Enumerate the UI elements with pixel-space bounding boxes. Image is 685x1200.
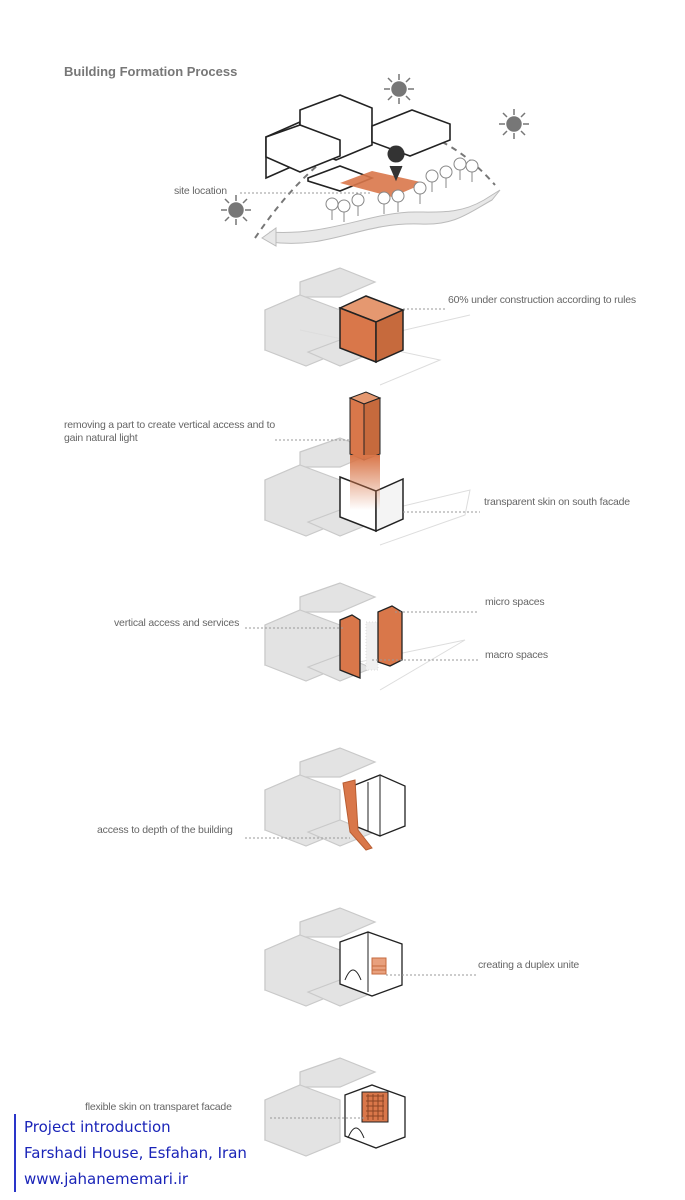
caption-line-title: Project introduction [24,1118,171,1136]
caption-line-website: www.jahanememari.ir [24,1170,189,1188]
wind-arrow [269,189,501,244]
label-access-depth: access to depth of the building [97,824,233,836]
wind-arrow-head [261,227,277,247]
neighbor-blocks [265,94,451,192]
site-plot [340,171,425,197]
label-macro-spaces: macro spaces [485,649,548,661]
step-massing [264,267,471,386]
site-diagram [221,74,529,247]
step-flexible-skin [264,1057,406,1157]
flexible-skin-panel [361,1091,389,1123]
trees-icon [325,157,479,222]
label-flexible-skin: flexible skin on transparet facade [85,1101,232,1113]
label-vertical-access: vertical access and services [114,617,240,629]
step-remove [264,391,480,546]
label-removing-part: removing a part to create vertical acces… [64,419,276,444]
mass-side [375,308,404,364]
void [365,621,379,671]
sun-icon [499,109,529,139]
caption-line-location: Farshadi House, Esfahan, Iran [24,1144,247,1162]
label-duplex: creating a duplex unite [478,959,580,971]
light-shaft [350,455,380,510]
sun-path-arc [254,130,496,239]
sun-icon [221,195,251,225]
micro-core [377,605,403,667]
label-micro-spaces: micro spaces [485,596,545,608]
label-under-construction: 60% under construction according to rule… [448,294,636,306]
service-core [339,614,361,679]
label-site-location: site location [174,185,227,197]
step-vertical-access [245,582,478,691]
access-path [342,779,373,851]
label-transparent-skin: transparent skin on south facade [484,496,630,508]
project-caption: Project introduction Farshadi House, Esf… [14,1114,247,1192]
step-duplex [264,907,476,1007]
diagram-title: Building Formation Process [64,64,238,79]
step-depth-access [245,747,406,851]
sun-icon [384,74,414,104]
location-pin-icon [387,145,405,182]
